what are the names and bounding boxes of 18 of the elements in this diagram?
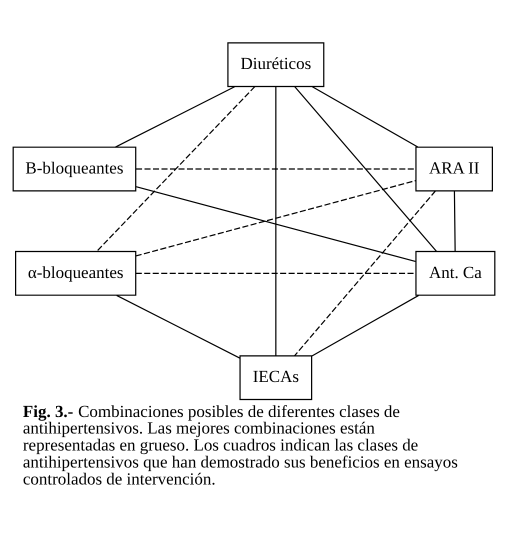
caption: Fig. 3.- Combinaciones posibles de diferentes clases de antihipertensivos. Las mejores combinaciones están representadas en grueso. Los cuadros indican las clases de antihipertensivos que han demostrado sus beneficios en ensayos controlados de intervención.	[22, 402, 458, 489]
connector	[136, 272, 416, 274]
connector	[115, 86, 235, 148]
connector	[454, 191, 456, 252]
connector	[275, 86, 276, 356]
connector	[96, 86, 256, 252]
node-box: α-bloqueantes	[15, 250, 136, 296]
node-box: Ant. Ca	[415, 250, 496, 296]
connector	[294, 86, 437, 252]
connector	[312, 294, 419, 356]
node-box: IECAs	[239, 355, 312, 400]
connector	[312, 86, 418, 148]
connector	[136, 168, 416, 170]
node-box: ARA II	[415, 146, 493, 192]
node-box: B-bloqueantes	[12, 146, 136, 192]
connector	[116, 294, 240, 359]
node-box: Diuréticos	[227, 42, 324, 88]
connector	[294, 190, 436, 356]
